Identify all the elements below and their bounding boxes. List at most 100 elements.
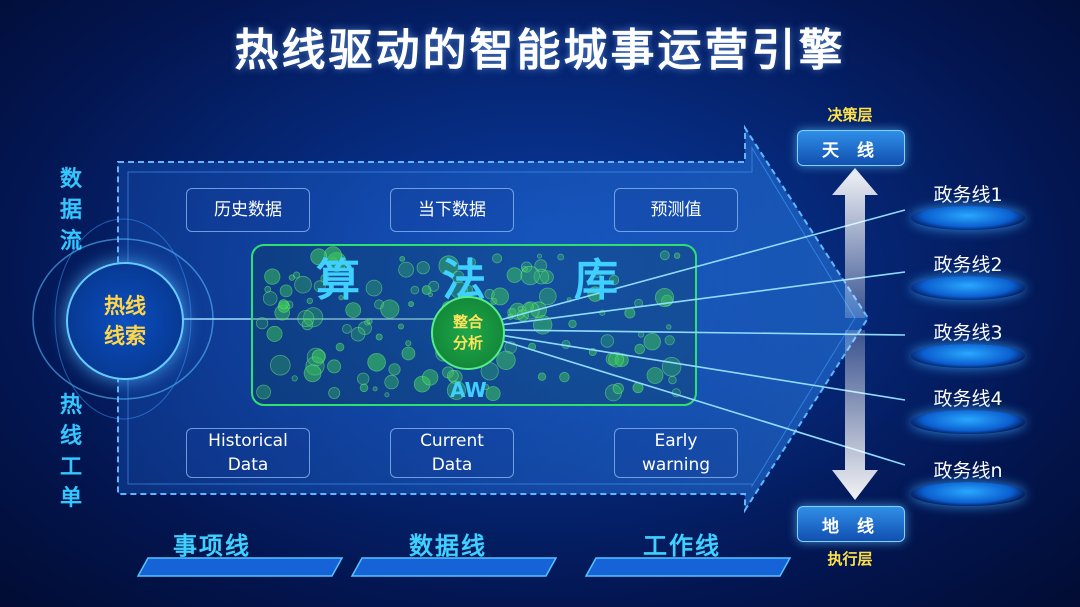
algorithm-bubble — [482, 383, 489, 391]
algorithm-bubble — [448, 369, 463, 385]
algorithm-bubble — [306, 297, 313, 305]
algorithm-bubble — [416, 261, 430, 275]
algorithm-bubble — [313, 280, 326, 293]
algorithm-bubble — [401, 346, 416, 361]
algorithm-bubble — [422, 369, 439, 386]
algorithm-bubble — [485, 386, 501, 402]
hub-line2: 线索 — [104, 324, 146, 348]
top-box-historical: 历史数据 — [186, 188, 310, 232]
algorithm-bubble — [608, 351, 624, 368]
algorithm-bubble — [301, 318, 314, 331]
algorithm-bubble — [375, 333, 383, 341]
integration-line1: 整合 — [452, 313, 483, 331]
algorithm-bubble — [345, 302, 362, 319]
algorithm-bubble — [568, 319, 577, 329]
algorithm-bubble — [540, 270, 554, 285]
algorithm-bubble — [291, 375, 298, 382]
bottom-box-historical-l1: Historical — [208, 431, 288, 451]
sky-caption: 决策层 — [827, 106, 873, 124]
algorithm-char-1: 算 — [316, 255, 360, 306]
bottom-bars — [136, 557, 792, 577]
page-title: 热线驱动的智能城事运营引擎 — [234, 25, 846, 76]
algorithm-bubble — [384, 374, 399, 390]
integration-line2: 分析 — [452, 334, 483, 352]
algorithm-bubble — [266, 325, 283, 342]
main-arrow-inner — [127, 146, 856, 488]
down-arrow — [832, 330, 878, 500]
algorithm-bubble — [446, 380, 466, 400]
gov-line-2-label: 政务线2 — [933, 254, 1003, 276]
algorithm-bubble — [359, 383, 369, 393]
algorithm-bubble — [492, 253, 503, 264]
gov-line-1-label: 政务线1 — [933, 184, 1003, 206]
algorithm-char-3: 库 — [574, 255, 618, 306]
algorithm-bubble — [264, 268, 281, 285]
algorithm-bubble — [646, 367, 664, 384]
algorithm-bubble — [328, 386, 341, 399]
gov-line-3: 政务线3 — [905, 318, 1031, 370]
gov-line-n: 政务线n — [905, 456, 1031, 508]
gov-line-4-disc — [911, 410, 1025, 434]
algorithm-bubble — [357, 372, 370, 386]
sky-box: 天 线 — [797, 130, 905, 166]
algorithm-bubble — [397, 323, 404, 330]
algorithm-bubble — [327, 359, 342, 374]
algorithm-bubble — [538, 287, 557, 306]
algorithm-bubble — [335, 342, 345, 352]
gov-line-2-disc — [911, 276, 1025, 300]
hub-line1: 热线 — [104, 294, 146, 318]
algorithm-bubble — [364, 319, 371, 326]
algorithm-bubble — [311, 349, 326, 364]
algorithm-bubble — [341, 323, 352, 334]
gov-line-n-label: 政务线n — [933, 460, 1003, 482]
algorithm-bubble — [533, 268, 550, 285]
algorithm-bubble — [294, 275, 312, 294]
algorithm-bubble — [666, 324, 672, 330]
algorithm-bubble — [372, 386, 378, 392]
algorithm-bubble — [310, 248, 328, 266]
algorithm-bubble — [303, 364, 322, 383]
algorithm-bubble — [269, 354, 291, 376]
algorithm-bubble — [520, 265, 540, 286]
algorithm-bubble — [643, 333, 661, 351]
algorithm-bubble — [264, 285, 272, 293]
algorithm-bubble — [365, 279, 383, 297]
ground-box: 地 线 — [797, 506, 905, 542]
gov-line-3-disc — [911, 344, 1025, 368]
top-box-current: 当下数据 — [390, 188, 514, 232]
algorithm-bubble — [421, 285, 432, 295]
algorithm-bubble — [600, 334, 615, 348]
algorithm-bubble — [614, 353, 629, 368]
bottom-box-warning-l1: Early — [654, 431, 698, 451]
gov-line-4-label: 政务线4 — [933, 388, 1003, 410]
gov-line-3-label: 政务线3 — [933, 322, 1003, 344]
algorithm-bubble — [255, 317, 269, 330]
bottom-box-historical-l2: Data — [227, 455, 269, 475]
algorithm-bubble — [634, 343, 645, 355]
bottom-box-warning-l2: warning — [641, 455, 711, 475]
algorithm-bubble — [279, 284, 293, 298]
algorithm-bubble — [303, 307, 324, 328]
left-label-bottom: 热线工单 — [59, 393, 82, 511]
algorithm-bubble — [608, 274, 620, 286]
algorithm-bubble — [374, 299, 385, 310]
gov-line-n-disc — [911, 482, 1025, 506]
algorithm-bubble — [655, 287, 675, 307]
gov-line-1: 政务线1 — [905, 180, 1031, 232]
algorithm-bubble — [262, 291, 278, 306]
algorithm-bubble — [557, 253, 565, 261]
algorithm-bubble — [278, 299, 289, 310]
algorithm-bubble — [398, 261, 415, 278]
algorithm-bubble — [399, 255, 406, 262]
algorithm-bubble — [593, 270, 601, 278]
gov-line-2: 政务线2 — [905, 250, 1031, 302]
up-arrow — [832, 168, 878, 318]
bottom-box-current-l1: Current — [420, 431, 484, 451]
algorithm-bubble — [380, 299, 400, 319]
algorithm-bubble — [367, 352, 386, 372]
algorithm-bubble — [288, 274, 296, 281]
algorithm-bubble — [384, 392, 390, 398]
algorithm-bubble — [537, 253, 543, 259]
